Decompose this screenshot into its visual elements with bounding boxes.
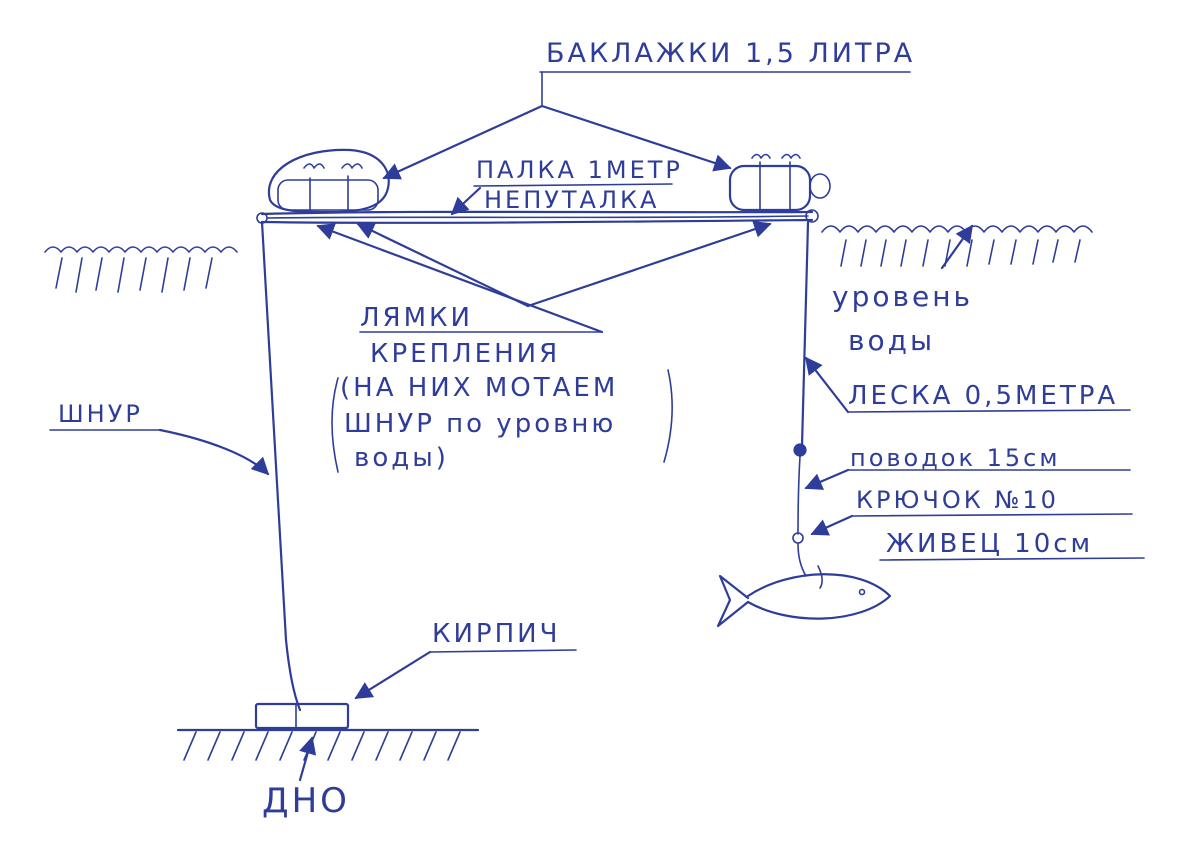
water-surface-right	[821, 224, 1093, 270]
bottles-right	[728, 153, 831, 213]
label-straps-line4: ШНУР по уровню	[344, 409, 616, 439]
label-water-line2: воды	[848, 324, 935, 357]
riverbed	[176, 728, 480, 782]
label-hook: КРЮЧОК №10	[856, 486, 1059, 514]
label-cord: ШНУР	[58, 400, 143, 428]
stick-pointer	[450, 183, 673, 216]
fishing-line	[792, 220, 810, 577]
label-line: ЛЕСКА 0,5МЕТРА	[848, 381, 1118, 411]
label-straps-line3: (НА НИХ МОТАЕМ	[340, 373, 618, 403]
water-surface-left	[44, 246, 238, 293]
label-leader: поводок 15см	[850, 444, 1060, 472]
label-bottom: ДНО	[262, 781, 350, 821]
label-straps-line1: ЛЯМКИ	[360, 303, 473, 333]
label-straps-line5: воды)	[354, 443, 449, 473]
cord	[49, 220, 302, 712]
label-bottles: БАКЛАЖКИ 1,5 ЛИТРА	[546, 38, 915, 69]
label-water-line1: уровень	[832, 280, 973, 313]
bottles-left	[267, 148, 390, 214]
straps-pointer	[316, 220, 772, 473]
label-bait: ЖИВЕЦ 10см	[886, 529, 1093, 559]
brick	[254, 649, 577, 730]
bottles-pointer	[382, 71, 911, 180]
label-stick-line1: ПАЛКА 1МЕТР	[476, 156, 683, 184]
right-pointers	[804, 356, 1145, 561]
label-brick: КИРПИЧ	[432, 619, 560, 649]
label-stick-line2: НЕПУТАЛКА	[484, 186, 659, 214]
label-straps-line2: КРЕПЛЕНИЯ	[370, 339, 560, 369]
bait-fish	[716, 565, 892, 628]
